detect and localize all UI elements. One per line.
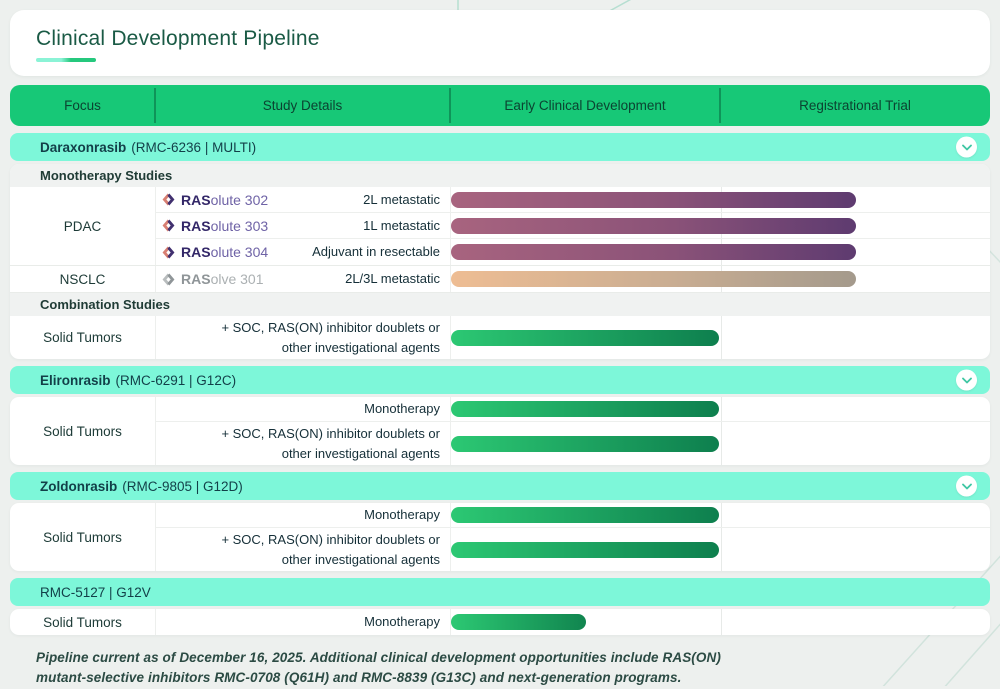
column-early-clinical-development: Early Clinical Development	[450, 85, 720, 126]
stage-label: 1L metastatic	[363, 216, 440, 236]
rasolute-logo-icon	[162, 193, 175, 206]
focus-label: PDAC	[10, 187, 156, 265]
study-row-combination: + SOC, RAS(ON) inhibitor doublets or oth…	[156, 422, 990, 465]
study-row-rasolve-301: RASolve 301 2L/3L metastatic	[156, 266, 990, 292]
stage-label: Adjuvant in resectable	[312, 242, 440, 262]
stage-track	[451, 266, 990, 292]
rasolute-logo-icon	[162, 246, 175, 259]
group-label-combination-studies: Combination Studies	[10, 293, 990, 316]
study-row-rasolute-303: RASolute 303 1L metastatic	[156, 213, 990, 239]
study-row-rasolute-304: RASolute 304 Adjuvant in resectable	[156, 239, 990, 265]
rasolve-logo-icon	[162, 273, 175, 286]
stage-track	[451, 609, 990, 635]
stage-track	[451, 316, 990, 359]
stage-label: 2L metastatic	[363, 190, 440, 210]
rasolute-logo-icon	[162, 219, 175, 232]
stage-label: 2L/3L metastatic	[345, 269, 440, 289]
chevron-down-icon	[962, 483, 972, 489]
section-body: Solid Tumors Monotherapy + SOC, R	[10, 397, 990, 465]
group-label-monotherapy-studies: Monotherapy Studies	[10, 164, 990, 187]
section-zoldonrasib: Zoldonrasib (RMC-9805 | G12D) Solid Tumo…	[10, 472, 990, 571]
progress-bar	[451, 401, 719, 417]
focus-label: NSCLC	[10, 266, 156, 292]
study-row-combination: + SOC, RAS(ON) inhibitor doublets or oth…	[156, 316, 990, 359]
focus-block-solid-tumors: Solid Tumors Monotherapy	[10, 609, 990, 635]
study-row-monotherapy: Monotherapy	[156, 503, 990, 528]
title-card: Clinical Development Pipeline	[10, 10, 990, 76]
section-header-daraxonrasib[interactable]: Daraxonrasib (RMC-6236 | MULTI)	[10, 133, 990, 161]
stage-label: Monotherapy	[364, 612, 440, 632]
focus-label: Solid Tumors	[10, 609, 156, 635]
drug-name: Zoldonrasib	[40, 479, 117, 494]
stage-track	[451, 422, 990, 465]
study-name: RASolute 303	[162, 218, 268, 234]
stage-track	[451, 503, 990, 527]
section-body: Monotherapy Studies PDAC RASolute 302 2L…	[10, 164, 990, 359]
study-name: RASolve 301	[162, 271, 264, 287]
study-name: RASolute 304	[162, 244, 268, 260]
collapse-button[interactable]	[956, 476, 977, 497]
column-focus: Focus	[10, 85, 155, 126]
progress-bar	[451, 436, 719, 452]
title-underline	[36, 58, 96, 62]
stage-label: Monotherapy	[364, 505, 440, 525]
study-name: RASolute 302	[162, 192, 268, 208]
focus-label: Solid Tumors	[10, 316, 156, 359]
stage-track	[451, 239, 990, 265]
stage-label: + SOC, RAS(ON) inhibitor doublets or oth…	[221, 318, 440, 357]
section-header-elironrasib[interactable]: Elironrasib (RMC-6291 | G12C)	[10, 366, 990, 394]
drug-code: (RMC-6291 | G12C)	[116, 373, 237, 388]
stage-label: Monotherapy	[364, 399, 440, 419]
focus-block-pdac: PDAC RASolute 302 2L metastatic	[10, 187, 990, 266]
page-title: Clinical Development Pipeline	[36, 27, 990, 51]
study-row-combination: + SOC, RAS(ON) inhibitor doublets or oth…	[156, 528, 990, 571]
collapse-button[interactable]	[956, 370, 977, 391]
stage-track	[451, 397, 990, 421]
focus-block-solid-tumors: Solid Tumors Monotherapy + SOC, R	[10, 503, 990, 571]
drug-code: (RMC-6236 | MULTI)	[131, 140, 256, 155]
chevron-down-icon	[962, 377, 972, 383]
progress-bar	[451, 192, 856, 208]
pipeline-panel: Clinical Development Pipeline Focus Stud…	[10, 10, 990, 689]
progress-bar	[451, 244, 856, 260]
column-study-details: Study Details	[155, 85, 450, 126]
drug-name: Elironrasib	[40, 373, 111, 388]
stage-label: + SOC, RAS(ON) inhibitor doublets or oth…	[221, 530, 440, 569]
section-header-rmc-5127[interactable]: RMC-5127 | G12V	[10, 578, 990, 606]
column-header-row: Focus Study Details Early Clinical Devel…	[10, 85, 990, 126]
progress-bar	[451, 218, 856, 234]
section-elironrasib: Elironrasib (RMC-6291 | G12C) Solid Tumo…	[10, 366, 990, 465]
study-row-rasolute-302: RASolute 302 2L metastatic	[156, 187, 990, 213]
section-body: Solid Tumors Monotherapy + SOC, R	[10, 503, 990, 571]
stage-track	[451, 187, 990, 212]
section-rmc-5127: RMC-5127 | G12V Solid Tumors Monotherapy	[10, 578, 990, 635]
column-registrational-trial: Registrational Trial	[720, 85, 990, 126]
study-row-monotherapy: Monotherapy	[156, 609, 990, 635]
focus-block-nsclc: NSCLC RASolve 301 2L/3L metastatic	[10, 266, 990, 293]
stage-track	[451, 528, 990, 571]
drug-name: RMC-5127 | G12V	[40, 585, 151, 600]
progress-bar	[451, 330, 719, 346]
pipeline-footnote: Pipeline current as of December 16, 2025…	[36, 648, 736, 689]
stage-label: + SOC, RAS(ON) inhibitor doublets or oth…	[221, 424, 440, 463]
study-row-monotherapy: Monotherapy	[156, 397, 990, 422]
focus-block-solid-tumors: Solid Tumors Monotherapy + SOC, R	[10, 397, 990, 465]
collapse-button[interactable]	[956, 137, 977, 158]
progress-bar	[451, 542, 719, 558]
progress-bar	[451, 614, 586, 630]
focus-label: Solid Tumors	[10, 397, 156, 465]
section-body: Solid Tumors Monotherapy	[10, 609, 990, 635]
stage-track	[451, 213, 990, 238]
progress-bar	[451, 271, 856, 287]
section-header-zoldonrasib[interactable]: Zoldonrasib (RMC-9805 | G12D)	[10, 472, 990, 500]
chevron-down-icon	[962, 144, 972, 150]
focus-label: Solid Tumors	[10, 503, 156, 571]
drug-name: Daraxonrasib	[40, 140, 126, 155]
section-daraxonrasib: Daraxonrasib (RMC-6236 | MULTI) Monother…	[10, 133, 990, 359]
drug-code: (RMC-9805 | G12D)	[122, 479, 243, 494]
progress-bar	[451, 507, 719, 523]
focus-block-solid-tumors: Solid Tumors + SOC, RAS(ON) inhibitor do…	[10, 316, 990, 359]
